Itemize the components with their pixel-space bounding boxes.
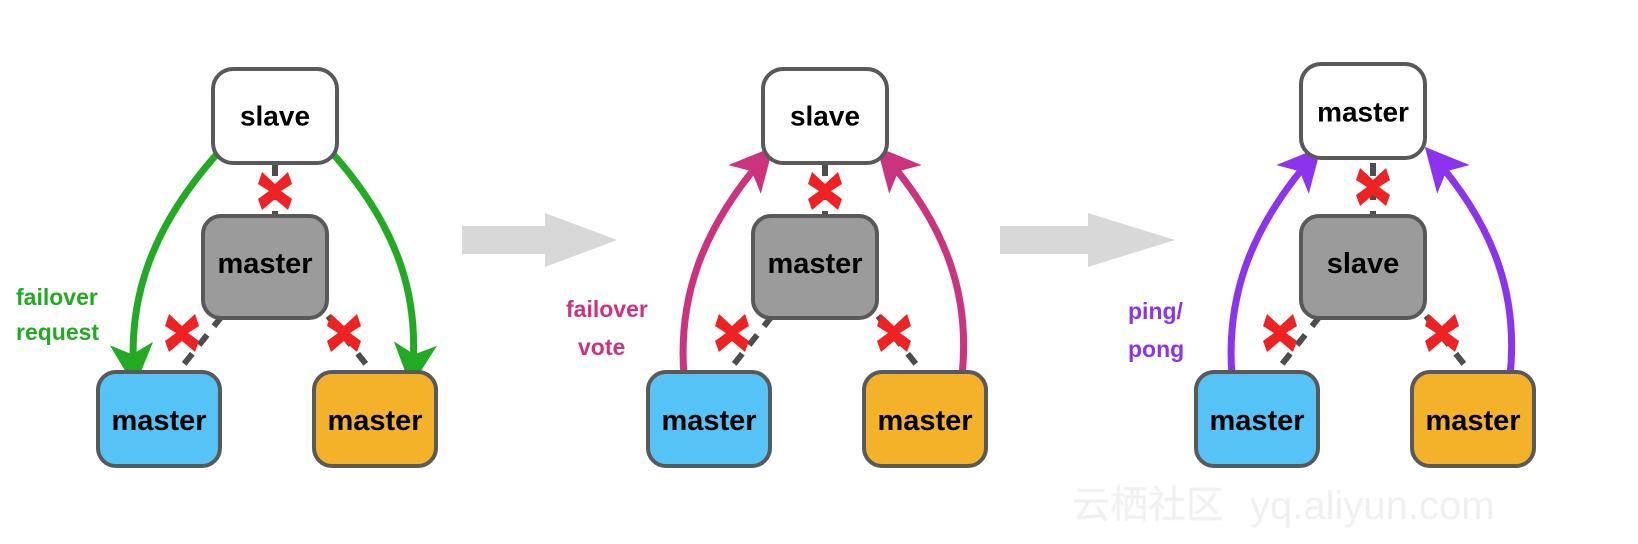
node-label-middle: master [217, 248, 312, 280]
panel-1-edge-label: failover request [16, 284, 99, 345]
node-box-middle[interactable] [201, 214, 329, 320]
node-box-bottom-right[interactable] [1410, 370, 1536, 468]
watermark: 云栖社区 yq.aliyun.com [1072, 484, 1495, 528]
broken-link-cross-icon [1356, 168, 1390, 206]
panel-3-edge-label: ping/ pong [1128, 298, 1184, 362]
panel-3-node-middle[interactable]: slave [1299, 214, 1427, 320]
broken-link-cross-icon [877, 314, 911, 352]
edge-master-bottomleft-pingpong [1212, 146, 1322, 411]
panel-1-failover-request-edges [109, 152, 437, 387]
node-label-top: slave [790, 101, 860, 132]
step-arrow-1 [462, 213, 617, 267]
node-box-top[interactable] [761, 67, 889, 165]
broken-link-cross-icon [1425, 314, 1459, 352]
node-box-bottom-left[interactable] [96, 370, 222, 468]
broken-link-cross-icon [327, 314, 361, 352]
panel-2-node-bottom-right[interactable]: master [862, 370, 988, 468]
edge-label-line-2: pong [1128, 336, 1184, 362]
node-label-middle: slave [1327, 248, 1400, 280]
edge-label-line-1: ping/ [1128, 298, 1184, 324]
panel-1-node-middle[interactable]: master [201, 214, 329, 320]
node-label-top: slave [240, 101, 310, 132]
node-label-bottom-right: master [1425, 405, 1520, 437]
watermark-url: yq.aliyun.com [1250, 484, 1495, 528]
node-box-bottom-left[interactable] [1194, 370, 1320, 468]
broken-link-cross-icon [715, 314, 749, 352]
node-box-bottom-right[interactable] [312, 370, 438, 468]
panel-1-crosses [165, 172, 361, 352]
edge-slave-to-bottomleft [109, 152, 219, 387]
node-label-bottom-left: master [1209, 405, 1304, 437]
edge-slave-to-bottomright [331, 152, 437, 387]
panel-3-node-bottom-left[interactable]: master [1194, 370, 1320, 468]
panel-2: slave master master master [566, 67, 988, 468]
edge-label-line-2: request [16, 319, 99, 345]
broken-link-cross-icon [808, 172, 842, 210]
node-box-top[interactable] [1299, 62, 1427, 160]
panel-2-edge-label: failover vote [566, 296, 648, 360]
node-box-middle[interactable] [751, 214, 879, 320]
node-box-bottom-left[interactable] [646, 370, 772, 468]
panel-3-node-top[interactable]: master [1299, 62, 1427, 160]
panel-2-node-middle[interactable]: master [751, 214, 879, 320]
broken-link-cross-icon [258, 172, 292, 210]
step-arrow-2 [1000, 213, 1175, 267]
panel-3: master slave master master [1128, 62, 1536, 468]
node-label-bottom-left: master [661, 405, 756, 437]
panel-3-node-bottom-right[interactable]: master [1410, 370, 1536, 468]
panel-3-crosses [1263, 168, 1459, 352]
broken-link-cross-icon [165, 314, 199, 352]
panel-1: slave master master master [16, 67, 438, 468]
edge-label-line-1: failover [566, 296, 648, 322]
node-label-bottom-right: master [877, 405, 972, 437]
edge-master-bottomright-pingpong [1424, 146, 1529, 411]
watermark-chinese: 云栖社区 [1072, 485, 1224, 527]
edge-bottomright-to-slave [876, 146, 968, 377]
node-label-bottom-left: master [111, 405, 206, 437]
panel-1-node-top[interactable]: slave [211, 67, 339, 165]
step-arrow-icon [462, 213, 617, 267]
node-label-top: master [1317, 97, 1409, 128]
edge-bottomleft-to-slave [679, 146, 774, 377]
node-label-middle: master [767, 248, 862, 280]
node-box-top[interactable] [211, 67, 339, 165]
edge-label-line-1: failover [16, 284, 98, 310]
panel-2-failover-vote-edges [679, 146, 968, 377]
edge-label-line-2: vote [578, 334, 625, 360]
node-box-middle[interactable] [1299, 214, 1427, 320]
broken-link-cross-icon [1263, 314, 1297, 352]
panel-1-node-bottom-left[interactable]: master [96, 370, 222, 468]
node-box-bottom-right[interactable] [862, 370, 988, 468]
panel-3-pingpong-edges [1212, 146, 1529, 411]
step-arrow-icon [1000, 213, 1175, 267]
panel-2-node-bottom-left[interactable]: master [646, 370, 772, 468]
panel-1-node-bottom-right[interactable]: master [312, 370, 438, 468]
node-label-bottom-right: master [327, 405, 422, 437]
panel-2-crosses [715, 172, 911, 352]
panel-2-node-top[interactable]: slave [761, 67, 889, 165]
